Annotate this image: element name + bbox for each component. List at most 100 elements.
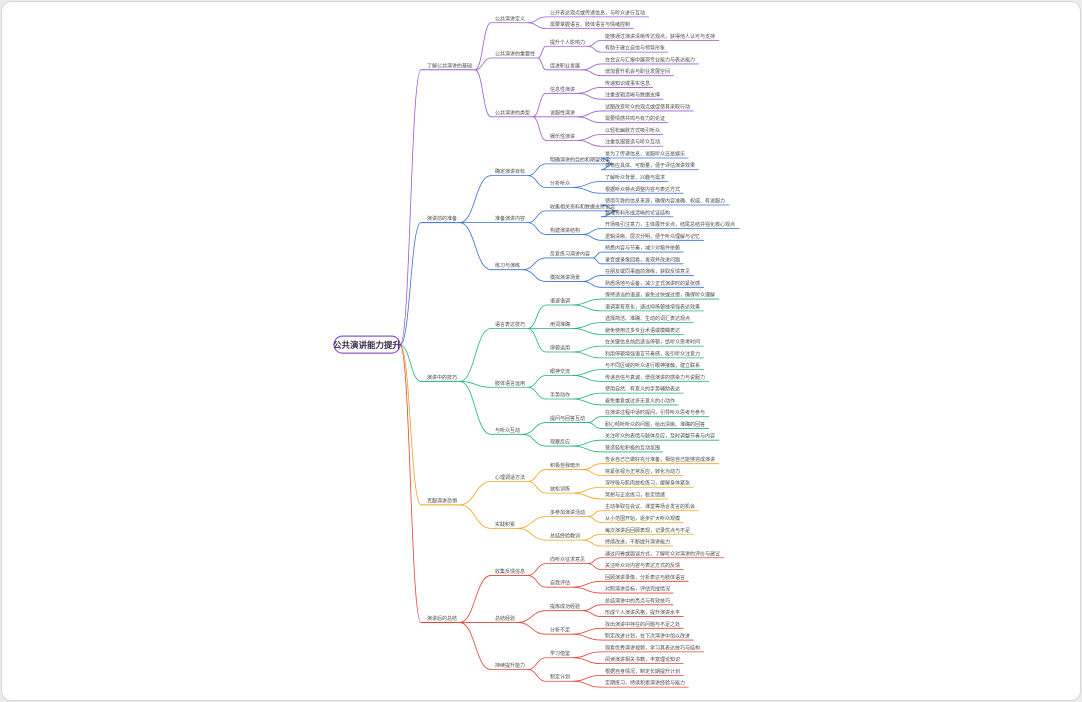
topic-node[interactable]: 回顾演讲录像，分析表达与肢体语言 <box>601 574 689 582</box>
topic-node[interactable]: 在会议与汇报中展现专业能力与表达能力 <box>601 56 699 65</box>
topic-node[interactable]: 注重氛围营造与听众互动 <box>601 139 664 147</box>
topic-node[interactable]: 定期练习，持续积累演讲经验与能力 <box>601 680 689 688</box>
topic-node[interactable]: 手势动作 <box>546 392 573 400</box>
topic-node[interactable]: 根据听众特点调整内容与表达方式 <box>601 186 684 194</box>
topic-node[interactable]: 模拟演讲场景 <box>546 274 583 282</box>
topic-node[interactable]: 在朋友或同事面前演练，获取反馈意见 <box>601 268 694 276</box>
topic-node[interactable]: 促进职业发展 <box>546 62 583 71</box>
topic-node[interactable]: 告诉自己已做好充分准备，相信自己能够完成演讲 <box>601 456 720 465</box>
topic-node[interactable]: 避免使用过多专业术语或模糊表达 <box>601 327 684 335</box>
topic-node[interactable]: 总结经验 <box>491 615 518 623</box>
topic-node[interactable]: 形成个人演讲风格，提升演讲水平 <box>601 609 684 617</box>
topic-node[interactable]: 整理资料形成清晰的论证结构 <box>601 209 674 218</box>
topic-node[interactable]: 反复练习演讲内容 <box>546 250 593 259</box>
topic-node[interactable]: 增加晋升机会与职业发展空间 <box>601 68 674 77</box>
topic-node[interactable]: 公共演讲定义 <box>491 15 528 24</box>
topic-node[interactable]: 开场吸引注意力，主体展开论点，结尾总结并强化核心观点 <box>601 221 740 229</box>
topic-node[interactable]: 传递自信与真诚，增强演讲的感染力与说服力 <box>601 374 709 382</box>
topic-node[interactable]: 耐心倾听听众的问题，给出清晰、准确的回答 <box>601 421 709 429</box>
topic-node[interactable]: 准备演讲内容 <box>491 215 528 224</box>
topic-node[interactable]: 冥想与正念练习，稳定情绪 <box>601 491 669 500</box>
topic-node[interactable]: 收集相关资料和数据支持论点 <box>546 203 619 212</box>
topic-node[interactable]: 以轻松幽默方式吸引听众 <box>601 127 664 135</box>
topic-node[interactable]: 目标应具体、可衡量，便于评估演讲效果 <box>601 162 699 171</box>
topic-node[interactable]: 关注听众对内容与表达方式的反馈 <box>601 562 684 570</box>
topic-node[interactable]: 营造轻松积极的互动氛围 <box>601 444 664 453</box>
topic-node[interactable]: 语速语调 <box>546 297 573 306</box>
topic-node[interactable]: 制定改进计划，在下次演讲中加以改进 <box>601 633 694 641</box>
topic-node[interactable]: 明确演讲的目的和期望效果 <box>546 156 614 165</box>
topic-node[interactable]: 放松训练 <box>546 486 573 494</box>
topic-node[interactable]: 构建演讲结构 <box>546 227 583 235</box>
topic-node[interactable]: 总结演讲中的亮点与有效技巧 <box>601 597 674 606</box>
topic-node[interactable]: 关注听众的表情与肢体反应，及时调整节奏与内容 <box>601 433 720 441</box>
topic-node[interactable]: 观看优秀演讲视频，学习其表达技巧与结构 <box>601 644 704 653</box>
topic-node[interactable]: 娱乐性演讲 <box>546 133 578 141</box>
topic-node[interactable]: 根据自身情况，制定长期提升计划 <box>601 668 684 676</box>
topic-node[interactable]: 传递知识或事实信息 <box>601 80 653 88</box>
topic-node[interactable]: 避免重复或过多无意义的小动作 <box>601 397 679 406</box>
topic-node[interactable]: 眼神交流 <box>546 368 573 376</box>
topic-node[interactable]: 向听众征求意见 <box>546 556 588 565</box>
topic-node[interactable]: 心理调适方法 <box>491 474 528 482</box>
topic-node[interactable]: 与听众互动 <box>491 427 523 435</box>
topic-node[interactable]: 观察反应 <box>546 439 573 447</box>
topic-node[interactable]: 是为了传递信息、说服听众还是娱乐 <box>601 150 689 159</box>
topic-node[interactable]: 需要掌握语言、肢体语言与情绪控制 <box>546 21 634 30</box>
branch-node[interactable]: 演讲前的准备 <box>421 215 460 224</box>
topic-node[interactable]: 深呼吸与肌肉放松练习，缓解身体紧张 <box>601 480 694 488</box>
topic-node[interactable]: 肢体语言运用 <box>491 380 528 388</box>
topic-node[interactable]: 用词准确 <box>546 321 573 329</box>
topic-node[interactable]: 在关键信息前后适当停顿，给听众思考时间 <box>601 339 704 347</box>
topic-node[interactable]: 利用停顿增强语言节奏感，吸引听众注意力 <box>601 350 704 359</box>
topic-node[interactable]: 通过问卷或面谈方式，了解听众对演讲的评价与建议 <box>601 550 725 559</box>
topic-node[interactable]: 分析不足 <box>546 627 573 635</box>
topic-node[interactable]: 练习与演练 <box>491 262 523 271</box>
branch-node[interactable]: 演讲后的总结 <box>421 615 460 623</box>
topic-node[interactable]: 阅读演讲相关书籍，丰富理论知识 <box>601 656 684 665</box>
topic-node[interactable]: 在演讲过程中适时提问，引导听众思考与参与 <box>601 409 709 418</box>
topic-node[interactable]: 多参加演讲活动 <box>546 509 588 518</box>
topic-node[interactable]: 停顿运用 <box>546 345 573 353</box>
topic-node[interactable]: 每次演讲后回顾表现，记录优点与不足 <box>601 527 694 535</box>
topic-node[interactable]: 从小范围开始，逐步扩大听众规模 <box>601 515 684 523</box>
topic-node[interactable]: 使用可靠的信息来源，确保内容准确、权威、有说服力 <box>601 198 730 206</box>
topic-node[interactable]: 了解听众背景、兴趣与需求 <box>601 174 669 182</box>
topic-node[interactable]: 提问与回答互动 <box>546 415 588 423</box>
topic-node[interactable]: 能够通过演讲清晰传达观点，获得他人认可与支持 <box>601 33 720 41</box>
topic-node[interactable]: 收集反馈信息 <box>491 568 528 576</box>
root-topic[interactable]: 公共演讲能力提升 <box>333 335 402 354</box>
topic-node[interactable]: 注重逻辑清晰与数据支撑 <box>601 92 664 100</box>
topic-node[interactable]: 说服性演讲 <box>546 109 578 118</box>
topic-node[interactable]: 提升个人影响力 <box>546 39 588 47</box>
topic-node[interactable]: 公共演讲的类型 <box>491 109 533 118</box>
topic-node[interactable]: 将紧张视为正常反应，转化为动力 <box>601 468 684 476</box>
topic-node[interactable]: 语言表达技巧 <box>491 321 528 329</box>
branch-node[interactable]: 了解公共演讲的基础 <box>421 62 475 71</box>
topic-node[interactable]: 学习借鉴 <box>546 650 573 659</box>
branch-node[interactable]: 克服演讲恐惧 <box>421 497 460 506</box>
topic-node[interactable]: 需要情感共鸣与有力的论证 <box>601 115 669 124</box>
topic-node[interactable]: 制定计划 <box>546 674 573 682</box>
topic-node[interactable]: 确定演讲目标 <box>491 168 528 177</box>
topic-node[interactable]: 使用自然、有意义的手势辅助表达 <box>601 386 684 394</box>
topic-node[interactable]: 分析听众 <box>546 180 573 188</box>
topic-node[interactable]: 语调富有变化，通过抑扬顿挫增强表达效果 <box>601 303 704 312</box>
topic-node[interactable]: 找出演讲中存在的问题与不足之处 <box>601 621 684 629</box>
topic-node[interactable]: 公开表达观点或传递信息，与听众进行互动 <box>546 9 649 18</box>
topic-node[interactable]: 选择简洁、准确、生动的词汇表达观点 <box>601 315 694 324</box>
topic-node[interactable]: 熟悉场地与设备，减少正式演讲时的紧张感 <box>601 280 704 288</box>
branch-node[interactable]: 演讲中的技巧 <box>421 374 460 382</box>
topic-node[interactable]: 信息性演讲 <box>546 86 578 94</box>
topic-node[interactable]: 公共演讲的重要性 <box>491 51 538 59</box>
topic-node[interactable]: 逻辑清晰、层次分明，便于听众理解与记忆 <box>601 233 704 241</box>
topic-node[interactable]: 持续提升能力 <box>491 662 528 670</box>
topic-node[interactable]: 与不同区域的听众进行眼神接触，建立联系 <box>601 362 704 371</box>
topic-node[interactable]: 有助于建立自信与领导形象 <box>601 45 669 53</box>
topic-node[interactable]: 保持适当的语速，避免过快或过慢，确保听众理解 <box>601 292 720 300</box>
topic-node[interactable]: 积极自我暗示 <box>546 462 583 470</box>
topic-node[interactable]: 总结经验教训 <box>546 533 583 541</box>
topic-node[interactable]: 持续改进，不断提升演讲能力 <box>601 539 674 547</box>
topic-node[interactable]: 录音或录像回看，发现并改进问题 <box>601 256 684 265</box>
topic-node[interactable]: 提炼成功经验 <box>546 603 583 612</box>
